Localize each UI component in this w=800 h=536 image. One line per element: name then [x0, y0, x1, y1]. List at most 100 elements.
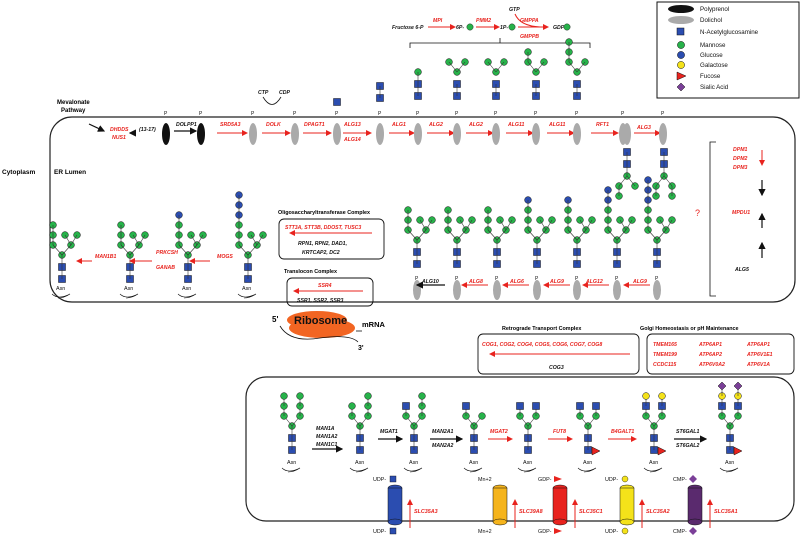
transporter-body	[387, 487, 403, 523]
sialic-diamond-icon	[689, 527, 697, 535]
transporter-name: SLC35A3	[414, 509, 438, 515]
substrate-top: Mn+2	[478, 477, 492, 483]
question-mark: ?	[695, 208, 700, 218]
svg-text:MPDU1: MPDU1	[732, 210, 750, 216]
svg-text:ALG1: ALG1	[391, 122, 406, 128]
svg-text:ALG11: ALG11	[548, 122, 565, 128]
svg-text:Oligosaccharyltransferase Comp: Oligosaccharyltransferase Complex	[278, 210, 370, 216]
svg-text:P: P	[621, 111, 625, 117]
peptide-icon	[177, 293, 197, 299]
transporter-bottom-cap	[492, 518, 508, 526]
mevalonate-label-line1: Mevalonate	[57, 100, 90, 106]
svg-text:ALG9: ALG9	[632, 279, 647, 285]
lipid-carrier	[493, 280, 501, 300]
peptide-icon	[51, 293, 71, 299]
svg-text:ST6GAL2: ST6GAL2	[676, 443, 699, 449]
fucose-triangle-icon	[657, 446, 667, 456]
svg-text:DOLPP1: DOLPP1	[176, 122, 197, 128]
svg-text:ALG6: ALG6	[509, 279, 524, 285]
svg-text:1P-: 1P-	[500, 25, 508, 31]
fucose-triangle-icon	[554, 476, 562, 482]
polyprenol-icon	[668, 5, 694, 13]
legend: Polyprenol Dolichol N-Acetylglucosamine …	[656, 1, 800, 99]
transporter-bottom-cap	[687, 518, 703, 526]
svg-text:N-Acetylglucosamine: N-Acetylglucosamine	[700, 29, 759, 36]
peptide-icon	[719, 467, 739, 473]
sialic-diamond-icon	[676, 82, 686, 92]
substrate-bottom: UDP-	[605, 529, 618, 535]
svg-text:ATP6AP1: ATP6AP1	[746, 342, 770, 348]
svg-text:Mannose: Mannose	[700, 42, 726, 49]
sialic-diamond-icon	[689, 475, 697, 483]
svg-text:ALG3: ALG3	[636, 125, 651, 131]
substrate-top: UDP-	[605, 477, 618, 483]
svg-text:GMPPA: GMPPA	[520, 18, 539, 24]
peptide-icon	[517, 467, 537, 473]
svg-text:ALG5: ALG5	[734, 267, 749, 273]
lipid-carrier	[573, 123, 581, 145]
svg-text:MOGS: MOGS	[217, 254, 233, 260]
svg-text:Asn: Asn	[242, 286, 251, 292]
glcnac-square-icon	[676, 27, 685, 36]
substrate-top: UDP-	[373, 477, 386, 483]
svg-text:P: P	[534, 111, 538, 117]
svg-text:Translocon Complex: Translocon Complex	[284, 269, 337, 275]
svg-text:PRKCSH: PRKCSH	[156, 250, 178, 256]
svg-text:Asn: Asn	[182, 286, 191, 292]
lumen-enzymes: ALG10 ALG8 ALG6 ALG9 ALG12 ALG9 MAN1B1 P…	[95, 250, 647, 285]
peptide-icon	[281, 467, 301, 473]
svg-text:5': 5'	[272, 315, 278, 324]
lipid-carrier	[376, 123, 384, 145]
glcnac-square-icon	[402, 402, 410, 410]
svg-text:COG3: COG3	[549, 365, 564, 371]
svg-text:Asn: Asn	[287, 460, 296, 466]
transporter-bottom-cap	[552, 518, 568, 526]
transporter-bottom-cap	[387, 518, 403, 526]
ribosome: Ribosome 5' mRNA 3'	[272, 311, 386, 352]
galactose-circle-icon	[658, 392, 666, 400]
svg-text:mRNA: mRNA	[362, 320, 386, 329]
lipid-carrier	[613, 280, 621, 300]
lipid-carrier	[197, 123, 205, 145]
svg-text:MAN2A1: MAN2A1	[432, 429, 453, 435]
svg-text:P: P	[575, 111, 579, 117]
mannose-circle-icon	[296, 392, 304, 400]
substrate-bottom: Mn+2	[478, 529, 492, 535]
svg-text:ALG10: ALG10	[421, 279, 439, 285]
transporter-name: SLC35A1	[714, 509, 738, 515]
dolichol-icon	[668, 16, 694, 24]
peptide-icon	[349, 467, 369, 473]
svg-text:ALG9: ALG9	[549, 279, 564, 285]
svg-text:ALG12: ALG12	[585, 279, 603, 285]
svg-text:DOLK: DOLK	[266, 122, 282, 128]
svg-text:ATP6V1E1: ATP6V1E1	[746, 352, 773, 358]
svg-text:Asn: Asn	[409, 460, 418, 466]
svg-text:P: P	[293, 111, 297, 117]
dolichol-phosphate-cycle: DPM1 DPM2 DPM3 MPDU1 ALG5 ?	[695, 141, 766, 297]
svg-text:Fructose 6-P: Fructose 6-P	[392, 25, 424, 31]
svg-text:MGAT1: MGAT1	[380, 429, 398, 435]
svg-text:ALG13: ALG13	[343, 122, 361, 128]
peptide-icon	[463, 467, 483, 473]
svg-text:DPAGT1: DPAGT1	[304, 122, 325, 128]
glcnac-square-icon	[532, 402, 540, 410]
svg-text:P: P	[335, 111, 339, 117]
peptide-icon	[237, 293, 257, 299]
transporter-body	[552, 487, 568, 523]
fucose-triangle-icon	[733, 446, 743, 456]
lipid-carrier	[653, 280, 661, 300]
svg-text:RPN1, RPN2, DAD1,: RPN1, RPN2, DAD1,	[298, 241, 347, 247]
svg-text:ST6GAL1: ST6GAL1	[676, 429, 699, 435]
mannose-activation: Fructose 6-P MPI 6P- PMM2 1P- GTP GMPPA …	[392, 7, 591, 48]
galactose-circle-icon	[677, 61, 685, 69]
svg-text:3': 3'	[358, 345, 364, 352]
svg-text:P: P	[535, 276, 539, 282]
svg-text:Fucose: Fucose	[700, 73, 721, 80]
svg-text:Polyprenol: Polyprenol	[700, 6, 729, 13]
peptide-icon	[577, 467, 597, 473]
svg-text:ALG11: ALG11	[507, 122, 524, 128]
cytoplasm-label: Cytoplasm	[2, 169, 35, 176]
transporter-body	[687, 487, 703, 523]
glcnac-square-icon	[389, 475, 397, 483]
